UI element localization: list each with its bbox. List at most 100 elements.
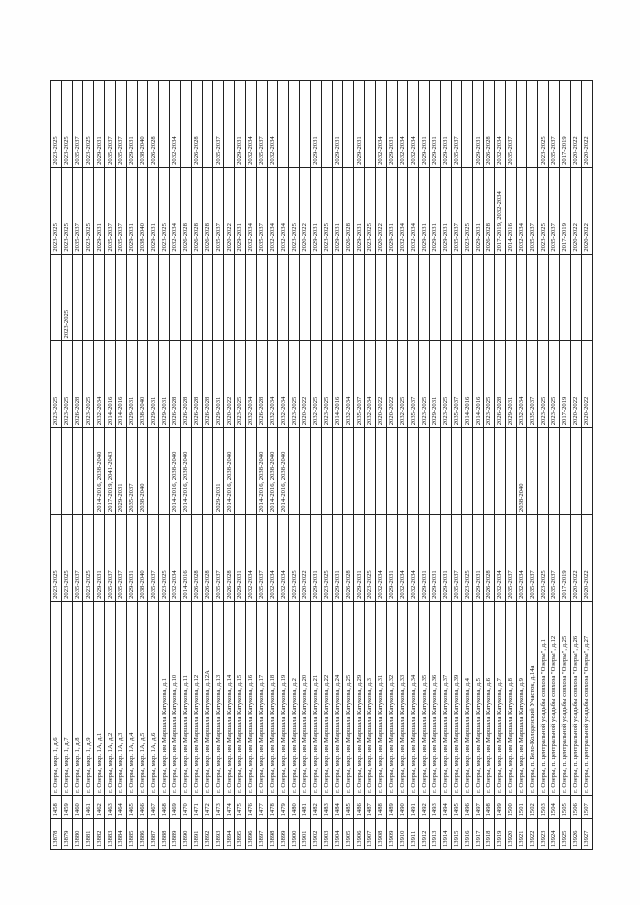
- year-range-4-cell: 2023-2025: [61, 254, 73, 341]
- year-range-2-cell: [407, 427, 419, 515]
- year-range-2-cell: [451, 427, 462, 515]
- year-range-4-cell: [386, 254, 397, 341]
- row-id-cell: 13885: [126, 818, 138, 850]
- year-range-3-cell: 2026-2028: [256, 340, 268, 428]
- year-range-6-cell: 2032-2034: [407, 80, 419, 168]
- row-number-cell: 1499: [494, 795, 506, 819]
- year-range-1-cell: 2032-2034: [277, 514, 289, 602]
- year-range-4-cell: [342, 254, 354, 341]
- year-range-1-cell: 2029-2031: [440, 514, 452, 602]
- row-id-cell: 13883: [104, 818, 116, 850]
- year-range-5-cell: 2029-2031: [93, 167, 105, 255]
- row-id-cell: 13921: [516, 818, 527, 850]
- row-id-cell: 13901: [299, 818, 311, 850]
- address-cell: г. Озеры, мкр. им Маршала Катукова, д.21: [310, 601, 322, 796]
- year-range-3-cell: 2026-2028: [202, 340, 213, 428]
- row-number-cell: 1480: [288, 795, 300, 819]
- year-range-3-cell: 2014-2016: [115, 340, 127, 428]
- year-range-4-cell: [169, 254, 181, 341]
- row-number-cell: 1478: [267, 795, 278, 819]
- year-range-6-cell: 2026-2028: [483, 80, 495, 168]
- year-range-3-cell: 2026-2028: [169, 340, 181, 428]
- year-range-5-cell: 2020-2022: [570, 167, 582, 255]
- row-id-cell: 13899: [277, 818, 289, 850]
- year-range-2-cell: [72, 427, 83, 515]
- year-range-4-cell: [310, 254, 322, 341]
- year-range-2-cell: [526, 427, 538, 515]
- year-range-4-cell: [288, 254, 300, 341]
- year-range-1-cell: 2023-2025: [321, 514, 333, 602]
- year-range-2-cell: [191, 427, 203, 515]
- year-range-2-cell: 2017-2019, 2041-2043: [104, 427, 116, 515]
- row-number-cell: 1501: [516, 795, 527, 819]
- year-range-1-cell: 2032-2034: [407, 514, 419, 602]
- address-cell: г. Озеры, мкр. им Маршала Катукова, д.6: [483, 601, 495, 796]
- year-range-3-cell: 2020-2022: [581, 340, 593, 428]
- year-range-5-cell: 2026-2028: [191, 167, 203, 255]
- year-range-1-cell: 2032-2034: [375, 514, 387, 602]
- year-range-5-cell: 2029-2031: [353, 167, 365, 255]
- row-number-cell: 1489: [386, 795, 397, 819]
- year-range-5-cell: 2029-2031: [147, 167, 159, 255]
- year-range-3-cell: 2014-2016: [472, 340, 484, 428]
- year-range-3-cell: 2020-2022: [299, 340, 311, 428]
- address-cell: г. Озеры, п. центральной усадьбы совхоза…: [548, 601, 560, 796]
- year-range-6-cell: 2035-2037: [104, 80, 116, 168]
- address-cell: г. Озеры, мкр. 1А, д.4: [126, 601, 138, 796]
- address-cell: г. Озеры, мкр. им Маршала Катукова, д.39: [451, 601, 462, 796]
- address-cell: г. Озеры, мкр. им Маршала Катукова, д.5: [472, 601, 484, 796]
- row-id-cell: 13917: [472, 818, 484, 850]
- row-number-cell: 1490: [397, 795, 408, 819]
- year-range-1-cell: 2029-2031: [93, 514, 105, 602]
- year-range-6-cell: 2032-2034: [375, 80, 387, 168]
- year-range-4-cell: [50, 254, 62, 341]
- row-number-cell: 1471: [191, 795, 203, 819]
- year-range-3-cell: 2023-2025: [548, 340, 560, 428]
- year-range-1-cell: 2029-2031: [310, 514, 322, 602]
- year-range-1-cell: 2023-2025: [288, 514, 300, 602]
- address-cell: г. Озеры, мкр. им Маршала Катукова, д.24: [332, 601, 343, 796]
- year-range-3-cell: 2032-2034: [93, 340, 105, 428]
- year-range-3-cell: 2026-2028: [191, 340, 203, 428]
- year-range-2-cell: [581, 427, 593, 515]
- row-id-cell: 13894: [223, 818, 235, 850]
- year-range-1-cell: 2035-2037: [451, 514, 462, 602]
- year-range-6-cell: 2029-2031: [429, 80, 441, 168]
- year-range-3-cell: 2032-2034: [342, 340, 354, 428]
- year-range-6-cell: [299, 80, 311, 168]
- year-range-3-cell: 2023-2025: [440, 340, 452, 428]
- year-range-2-cell: 2029-2031: [212, 427, 224, 515]
- year-range-6-cell: 2029-2031: [126, 80, 138, 168]
- year-range-4-cell: [93, 254, 105, 341]
- year-range-5-cell: 2035-2037: [212, 167, 224, 255]
- year-range-2-cell: [245, 427, 257, 515]
- row-id-cell: 13886: [137, 818, 148, 850]
- year-range-3-cell: 2032-2034: [267, 340, 278, 428]
- year-range-4-cell: [440, 254, 452, 341]
- year-range-4-cell: [494, 254, 506, 341]
- row-number-cell: 1470: [180, 795, 192, 819]
- year-range-6-cell: 2029-2031: [418, 80, 430, 168]
- year-range-2-cell: [50, 427, 62, 515]
- row-number-cell: 1488: [375, 795, 387, 819]
- year-range-4-cell: [472, 254, 484, 341]
- year-range-6-cell: 2032-2034: [397, 80, 408, 168]
- row-number-cell: 1494: [440, 795, 452, 819]
- row-number-cell: 1464: [115, 795, 127, 819]
- year-range-5-cell: 2020-2022: [375, 167, 387, 255]
- row-id-cell: 13897: [256, 818, 268, 850]
- year-range-3-cell: 2032-2034: [245, 340, 257, 428]
- year-range-3-cell: 2014-2016: [332, 340, 343, 428]
- row-id-cell: 13896: [245, 818, 257, 850]
- year-range-3-cell: 2032-2034: [277, 340, 289, 428]
- year-range-6-cell: 2029-2031: [440, 80, 452, 168]
- year-range-1-cell: 2035-2037: [526, 514, 538, 602]
- year-range-6-cell: 2029-2031: [310, 80, 322, 168]
- year-range-5-cell: 2014-2016: [505, 167, 517, 255]
- row-number-cell: 1498: [483, 795, 495, 819]
- address-cell: г. Озеры, мкр. им Маршала Катукова, д.34: [407, 601, 419, 796]
